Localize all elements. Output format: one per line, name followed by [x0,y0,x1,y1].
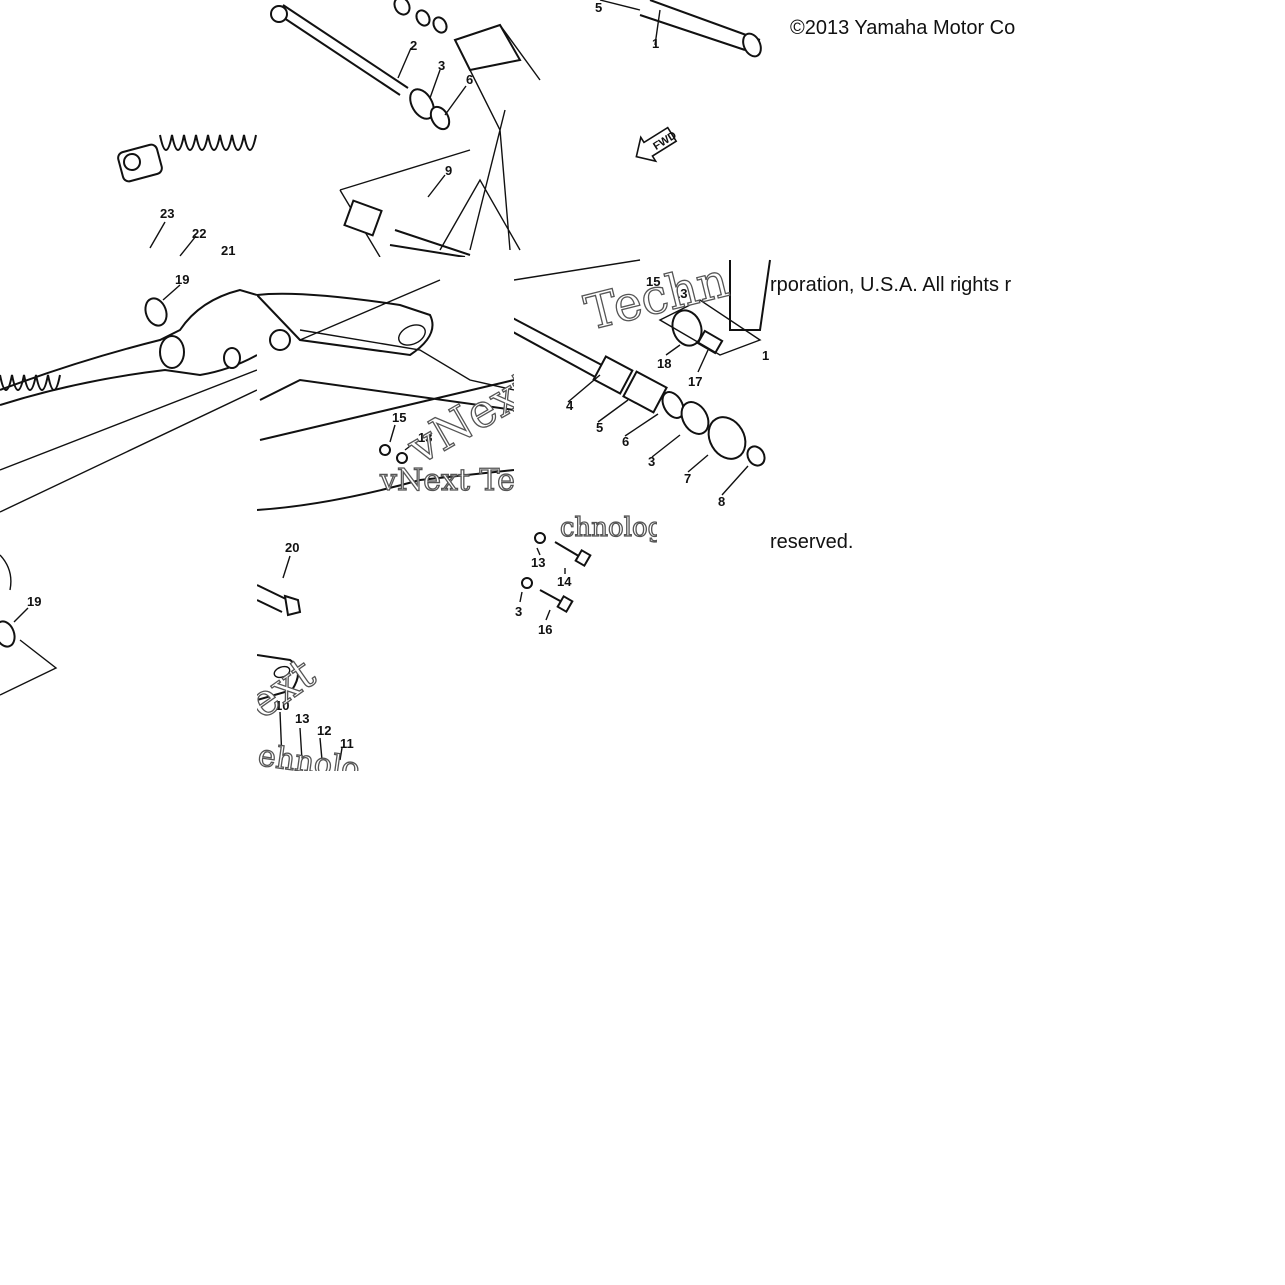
callout-13c: 13 [531,555,545,570]
washer-6 [661,391,685,419]
callout-17: 17 [688,374,702,389]
callout-23: 23 [160,206,174,221]
callout-3b: 3 [648,454,655,469]
fwd-arrow-icon: FWD [635,126,679,163]
copyright-line-3: reserved. [770,531,854,553]
shock-spring-upper [117,134,257,183]
rubber-mount-18 [671,309,703,347]
callout-13: 13 [418,430,432,445]
swing-arm-left [0,288,257,391]
copyright-line-2: rporation, U.S.A. All rights r [770,274,1012,296]
sleeve-17 [696,329,724,355]
callout-14: 14 [557,574,572,589]
callout-18: 18 [657,356,671,371]
tile-pivot-shaft: 5 1 2 3 6 9 FWD [270,0,762,257]
tile-lower-bolts: 20 13 14 3 16 chnolog [257,513,664,637]
bushing-7 [707,416,747,460]
watermark-ext: ext [239,648,325,729]
pivot-bolt [514,317,616,373]
callout-19b: 19 [27,594,41,609]
bolt-16 [539,589,563,603]
bolt-20 [257,584,289,601]
callout-6: 6 [466,72,473,87]
pivot-shaft [274,11,401,96]
nut-8 [746,445,766,467]
chain-adjuster-plate [257,654,299,701]
bearing-3 [680,401,710,435]
callout-1b: 1 [762,348,769,363]
callout-22: 22 [192,226,206,241]
bushing-19b [0,620,16,648]
frame-tube [649,0,761,41]
callout-21: 21 [221,243,235,258]
callout-8: 8 [718,494,725,509]
fwd-label: FWD [651,129,679,152]
collar [343,199,383,237]
callout-15b: 15 [646,274,660,289]
callout-5b: 5 [596,420,603,435]
callout-19: 19 [175,272,189,287]
callout-9: 9 [445,163,452,178]
swing-arm-plate [257,292,434,357]
callout-7: 7 [684,471,691,486]
watermark-vnext: vNext [398,359,546,475]
callout-1: 1 [652,36,659,51]
callout-11: 11 [340,736,354,751]
tile-chain-plate: 10 13 12 11 ext ehnolo [239,648,362,771]
shock-spring-lower [0,374,61,391]
callout-2: 2 [410,38,417,53]
callout-10: 10 [275,698,289,713]
collar-5 [622,370,668,414]
bearing [409,88,435,120]
callout-3c: 3 [515,604,522,619]
bracket [729,259,771,331]
callout-15: 15 [392,410,406,425]
tile-lower-left: 19 [0,554,58,696]
callout-13b: 13 [673,286,687,301]
callout-6b: 6 [622,434,629,449]
shaft-head [270,5,288,23]
washer [429,105,451,131]
bushing-19 [144,297,168,327]
watermark-vnext-te: vNext Te [379,463,515,498]
watermark-chnolog: chnolog [560,513,664,543]
callout-16: 16 [538,622,552,637]
tile-swingarm-left: 23 22 21 19 [0,134,257,513]
bolt-14 [554,541,583,559]
callout-5: 5 [595,0,602,15]
callout-20: 20 [285,540,299,555]
callout-3: 3 [438,58,445,73]
callout-12: 12 [317,723,331,738]
callout-4: 4 [566,398,574,413]
copyright-line-1: ©2013 Yamaha Motor Co [790,17,1016,39]
tile-swingarm-center: 15 13 vNext Te vNext [257,279,546,511]
callout-13d: 13 [295,711,309,726]
